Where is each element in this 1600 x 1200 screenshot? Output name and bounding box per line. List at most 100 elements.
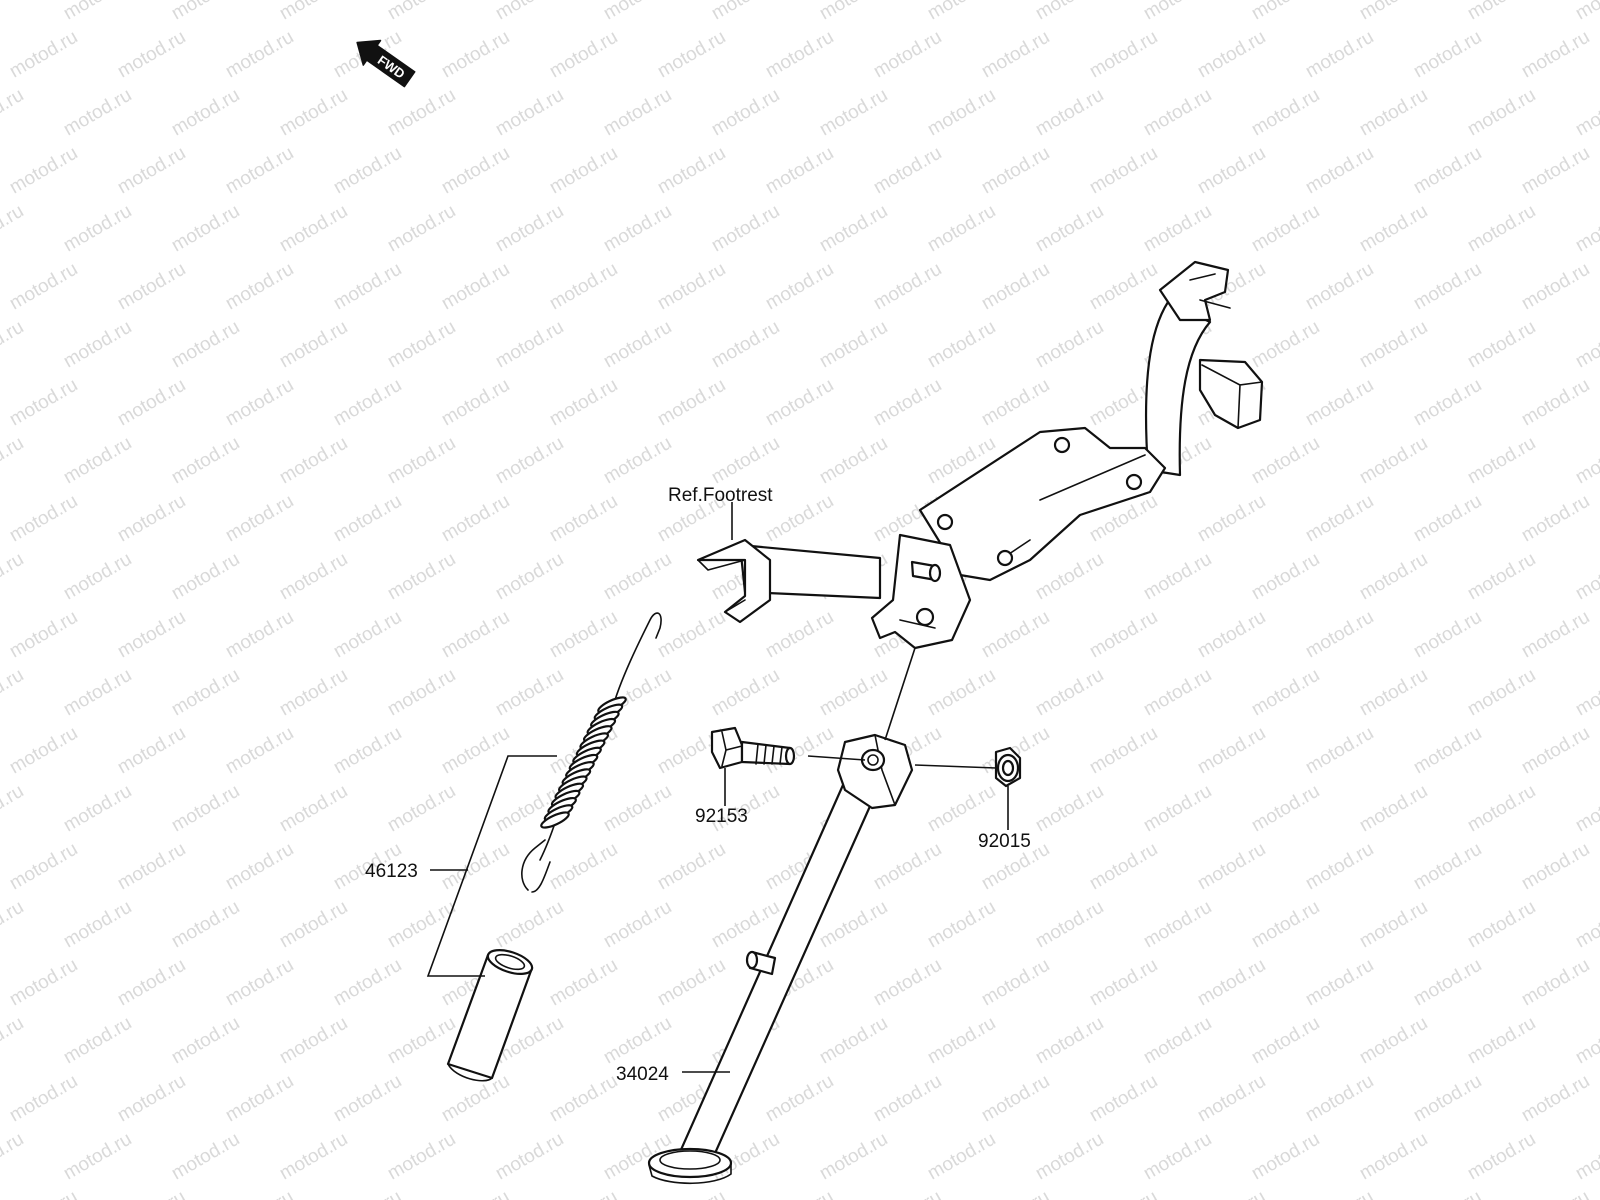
watermark-text: motod.ru: [114, 607, 189, 663]
watermark-text: motod.ru: [438, 607, 513, 663]
watermark-text: motod.ru: [6, 1187, 81, 1200]
watermark-text: motod.ru: [168, 433, 243, 489]
watermark-text: motod.ru: [1086, 723, 1161, 779]
watermark-text: motod.ru: [384, 201, 459, 257]
watermark-text: motod.ru: [1248, 1013, 1323, 1069]
watermark-text: motod.ru: [1086, 27, 1161, 83]
watermark-text: motod.ru: [1248, 781, 1323, 837]
watermark-text: motod.ru: [1464, 549, 1539, 605]
watermark-text: motod.ru: [1140, 201, 1215, 257]
watermark-text: motod.ru: [330, 955, 405, 1011]
watermark-text: motod.ru: [1572, 433, 1600, 489]
watermark-text: motod.ru: [546, 1071, 621, 1127]
watermark-text: motod.ru: [168, 201, 243, 257]
watermark-text: motod.ru: [1032, 201, 1107, 257]
watermark-text: motod.ru: [276, 1129, 351, 1185]
watermark-text: motod.ru: [0, 665, 27, 721]
watermark-text: motod.ru: [276, 0, 351, 24]
watermark-text: motod.ru: [1140, 665, 1215, 721]
watermark-text: motod.ru: [1410, 1187, 1485, 1200]
watermark-text: motod.ru: [978, 27, 1053, 83]
watermark-text: motod.ru: [870, 143, 945, 199]
watermark-text: motod.ru: [330, 259, 405, 315]
callout-leaders: [426, 502, 1009, 1073]
watermark-text: motod.ru: [1464, 201, 1539, 257]
watermark-text: motod.ru: [0, 781, 27, 837]
watermark-text: motod.ru: [1302, 1071, 1377, 1127]
watermark-text: motod.ru: [330, 1187, 405, 1200]
watermark-text: motod.ru: [1464, 781, 1539, 837]
watermark-text: motod.ru: [1464, 1013, 1539, 1069]
watermark-text: motod.ru: [1572, 549, 1600, 605]
callout-46123: 46123: [365, 861, 418, 882]
watermark-text: motod.ru: [60, 317, 135, 373]
side-stand: [647, 733, 914, 1185]
watermark-text: motod.ru: [1356, 1013, 1431, 1069]
watermark-text: motod.ru: [330, 143, 405, 199]
watermark-text: motod.ru: [546, 27, 621, 83]
watermark-text: motod.ru: [114, 1071, 189, 1127]
callout-ref-footrest: Ref.Footrest: [668, 485, 773, 506]
watermark-text: motod.ru: [330, 723, 405, 779]
watermark-text: motod.ru: [546, 491, 621, 547]
watermark-text: motod.ru: [1518, 607, 1593, 663]
watermark-text: motod.ru: [762, 375, 837, 431]
watermark-text: motod.ru: [870, 259, 945, 315]
watermark-text: motod.ru: [762, 27, 837, 83]
watermark-text: motod.ru: [6, 491, 81, 547]
watermark-text: motod.ru: [1086, 607, 1161, 663]
pivot-bolt: [710, 726, 796, 770]
watermark-text: motod.ru: [384, 1013, 459, 1069]
watermark-text: motod.ru: [168, 85, 243, 141]
watermark-text: motod.ru: [816, 85, 891, 141]
watermark-text: motod.ru: [1572, 1013, 1600, 1069]
watermark-text: motod.ru: [1464, 433, 1539, 489]
watermark-text: motod.ru: [1572, 665, 1600, 721]
watermark-text: motod.ru: [492, 0, 567, 24]
watermark-text: motod.ru: [276, 781, 351, 837]
watermark-text: motod.ru: [1140, 0, 1215, 24]
watermark-text: motod.ru: [1410, 723, 1485, 779]
watermark-text: motod.ru: [60, 665, 135, 721]
watermark-text: motod.ru: [384, 665, 459, 721]
watermark-text: motod.ru: [1518, 1187, 1593, 1200]
watermark-text: motod.ru: [924, 317, 999, 373]
watermark-text: motod.ru: [222, 491, 297, 547]
watermark-text: motod.ru: [1086, 839, 1161, 895]
watermark-text: motod.ru: [1410, 375, 1485, 431]
watermark-text: motod.ru: [1140, 781, 1215, 837]
watermark-text: motod.ru: [1572, 897, 1600, 953]
watermark-text: motod.ru: [1518, 723, 1593, 779]
watermark-text: motod.ru: [1464, 665, 1539, 721]
watermark-text: motod.ru: [222, 27, 297, 83]
watermark-text: motod.ru: [1302, 723, 1377, 779]
watermark-text: motod.ru: [924, 665, 999, 721]
watermark-text: motod.ru: [762, 607, 837, 663]
watermark-text: motod.ru: [330, 607, 405, 663]
watermark-text: motod.ru: [924, 781, 999, 837]
watermark-text: motod.ru: [1248, 433, 1323, 489]
watermark-text: motod.ru: [654, 143, 729, 199]
watermark-text: motod.ru: [384, 317, 459, 373]
watermark-text: motod.ru: [438, 27, 513, 83]
watermark-text: motod.ru: [654, 839, 729, 895]
watermark-text: motod.ru: [492, 85, 567, 141]
watermark-text: motod.ru: [708, 317, 783, 373]
watermark-text: motod.ru: [168, 549, 243, 605]
watermark-text: motod.ru: [438, 1071, 513, 1127]
watermark-text: motod.ru: [1140, 1013, 1215, 1069]
watermark-text: motod.ru: [816, 201, 891, 257]
watermark-text: motod.ru: [1356, 549, 1431, 605]
watermark-text: motod.ru: [1518, 1071, 1593, 1127]
watermark-text: motod.ru: [546, 955, 621, 1011]
watermark-text: motod.ru: [1248, 549, 1323, 605]
watermark-text: motod.ru: [384, 897, 459, 953]
callout-92153: 92153: [695, 806, 748, 827]
watermark-text: motod.ru: [6, 955, 81, 1011]
watermark-text: motod.ru: [1194, 723, 1269, 779]
watermark-text: motod.ru: [1518, 839, 1593, 895]
watermark-text: motod.ru: [546, 375, 621, 431]
watermark-text: motod.ru: [1302, 491, 1377, 547]
